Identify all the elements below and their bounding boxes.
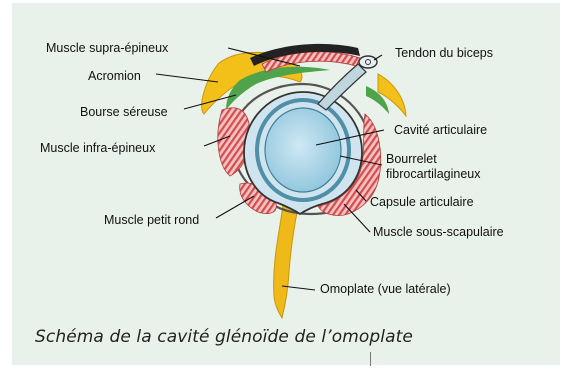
label-biceps-tendon: Tendon du biceps bbox=[395, 46, 493, 60]
divider bbox=[370, 352, 371, 366]
label-scapula: Omoplate (vue latérale) bbox=[320, 282, 451, 296]
label-labrum-line1: Bourrelet bbox=[386, 152, 437, 166]
label-subscapularis: Muscle sous-scapulaire bbox=[373, 225, 504, 239]
glenoid-cavity-shape bbox=[265, 108, 341, 192]
label-bursa: Bourse séreuse bbox=[80, 105, 168, 119]
scapula-shape bbox=[274, 205, 298, 318]
acromion-right-shape bbox=[378, 74, 406, 116]
label-labrum-line2: fibrocartilagineux bbox=[386, 167, 481, 181]
figure-caption: Schéma de la cavité glénoïde de l’omopla… bbox=[35, 327, 413, 347]
label-teres-minor: Muscle petit rond bbox=[104, 213, 199, 227]
label-glenoid-cavity: Cavité articulaire bbox=[394, 123, 487, 137]
label-infraspinatus: Muscle infra-épineux bbox=[40, 141, 156, 155]
label-acromion: Acromion bbox=[88, 69, 141, 83]
label-capsule: Capsule articulaire bbox=[370, 195, 474, 209]
biceps-tendon-head bbox=[359, 56, 377, 68]
label-supraspinatus: Muscle supra-épineux bbox=[46, 41, 169, 55]
